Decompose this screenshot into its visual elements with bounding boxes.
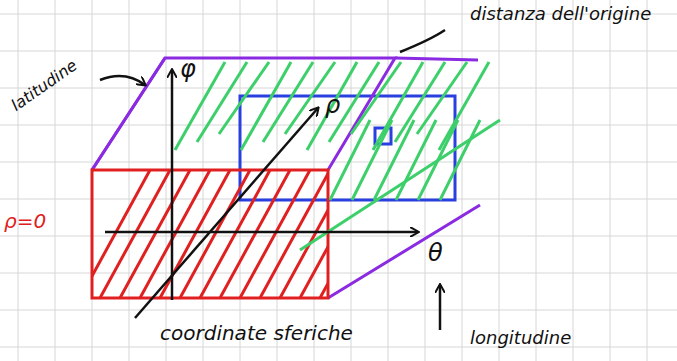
stroke-line: [240, 170, 310, 298]
plane-label: ρ=0: [4, 210, 46, 232]
stroke-line: [462, 0, 463, 361]
stroke-line: [140, 170, 210, 298]
axes: [100, 30, 445, 330]
green-hatching: [175, 62, 489, 200]
stroke-line: [0, 273, 677, 274]
stroke-line: [351, 0, 352, 361]
stroke-line: [647, 0, 648, 361]
stroke-line: [440, 120, 480, 200]
stroke-line: [314, 0, 315, 361]
stroke-line: [330, 120, 370, 200]
stroke-line: [92, 170, 150, 298]
title-note: coordinate sferiche: [160, 322, 353, 344]
stroke-line: [351, 62, 401, 134]
stroke-line: [0, 236, 677, 237]
stroke-line: [499, 0, 500, 361]
stroke-line: [0, 88, 677, 89]
axis-note: distanza dell'origine: [470, 4, 660, 24]
stroke-line: [200, 170, 270, 298]
stroke-line: [425, 0, 426, 361]
stroke-line: [536, 0, 537, 361]
stroke-line: [0, 310, 677, 311]
stroke-line: [0, 51, 677, 52]
stroke-line: [280, 170, 328, 298]
stroke-line: [0, 162, 677, 163]
stroke-line: [573, 0, 574, 361]
axis-symbol: ρ: [325, 92, 340, 118]
axis-note: latitudine: [8, 56, 80, 114]
stroke-line: [100, 170, 170, 298]
stroke-line: [120, 170, 190, 298]
stroke-line: [220, 170, 290, 298]
stroke-line: [352, 120, 392, 200]
stroke-line: [129, 0, 130, 361]
stroke-line: [0, 347, 677, 348]
stroke-line: [396, 120, 436, 200]
purple-box: [92, 58, 480, 298]
axis-note: longitudine: [470, 328, 571, 348]
stroke-line: [417, 62, 467, 134]
axis-symbol: θ: [428, 240, 443, 266]
axis-symbol: φ: [180, 56, 196, 82]
stroke-line: [610, 0, 611, 361]
stroke-line: [388, 0, 389, 361]
stroke-line: [219, 62, 269, 134]
stroke-line: [18, 0, 19, 361]
stroke-line: [277, 0, 278, 361]
stroke-line: [260, 170, 328, 298]
stroke-line: [55, 0, 56, 361]
red-hatching: [92, 170, 328, 298]
red-face: [92, 170, 328, 298]
stroke-line: [439, 62, 489, 150]
stroke-line: [180, 170, 250, 298]
